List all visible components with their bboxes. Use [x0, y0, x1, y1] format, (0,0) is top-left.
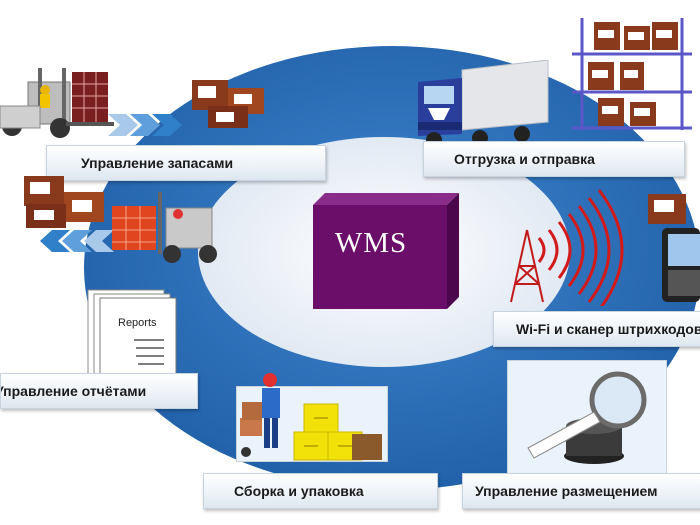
label-reports: Управление отчётами: [0, 373, 198, 409]
boxes-icon: [192, 80, 264, 128]
wms-title: WMS: [334, 227, 408, 259]
label-putaway-text: Управление размещением: [475, 483, 658, 499]
barcode-scanner-icon: [648, 194, 700, 302]
truck-icon: [418, 60, 549, 148]
arrow-right-icon: [108, 114, 182, 136]
label-putaway: Управление размещением: [462, 473, 700, 509]
label-scanner: Wi-Fi и сканер штрихкодов: [493, 311, 700, 347]
label-reports-text: Управление отчётами: [0, 383, 147, 399]
reports-document-icon: [87, 289, 177, 378]
wifi-signal-icon: [510, 189, 624, 306]
picking-worker-icon: [240, 373, 382, 461]
label-shipping-text: Отгрузка и отправка: [454, 151, 595, 167]
boxes-left-icon: [24, 176, 104, 228]
magnifier-icon: [527, 371, 647, 464]
label-shipping: Отгрузка и отправка: [423, 141, 685, 177]
warehouse-rack-icon: [572, 18, 692, 130]
wms-cube: [313, 193, 459, 309]
reports-doc-title: Reports: [118, 317, 157, 329]
label-picking: Сборка и упаковка: [203, 473, 438, 509]
label-inventory: Управление запасами: [46, 145, 326, 181]
label-picking-text: Сборка и упаковка: [234, 483, 364, 499]
label-inventory-text: Управление запасами: [81, 155, 234, 171]
arrow-left-icon: [40, 230, 114, 252]
label-scanner-text: Wi-Fi и сканер штрихкодов: [516, 321, 700, 337]
forklift-icon: [0, 68, 114, 138]
forklift-2-icon: [112, 192, 217, 263]
